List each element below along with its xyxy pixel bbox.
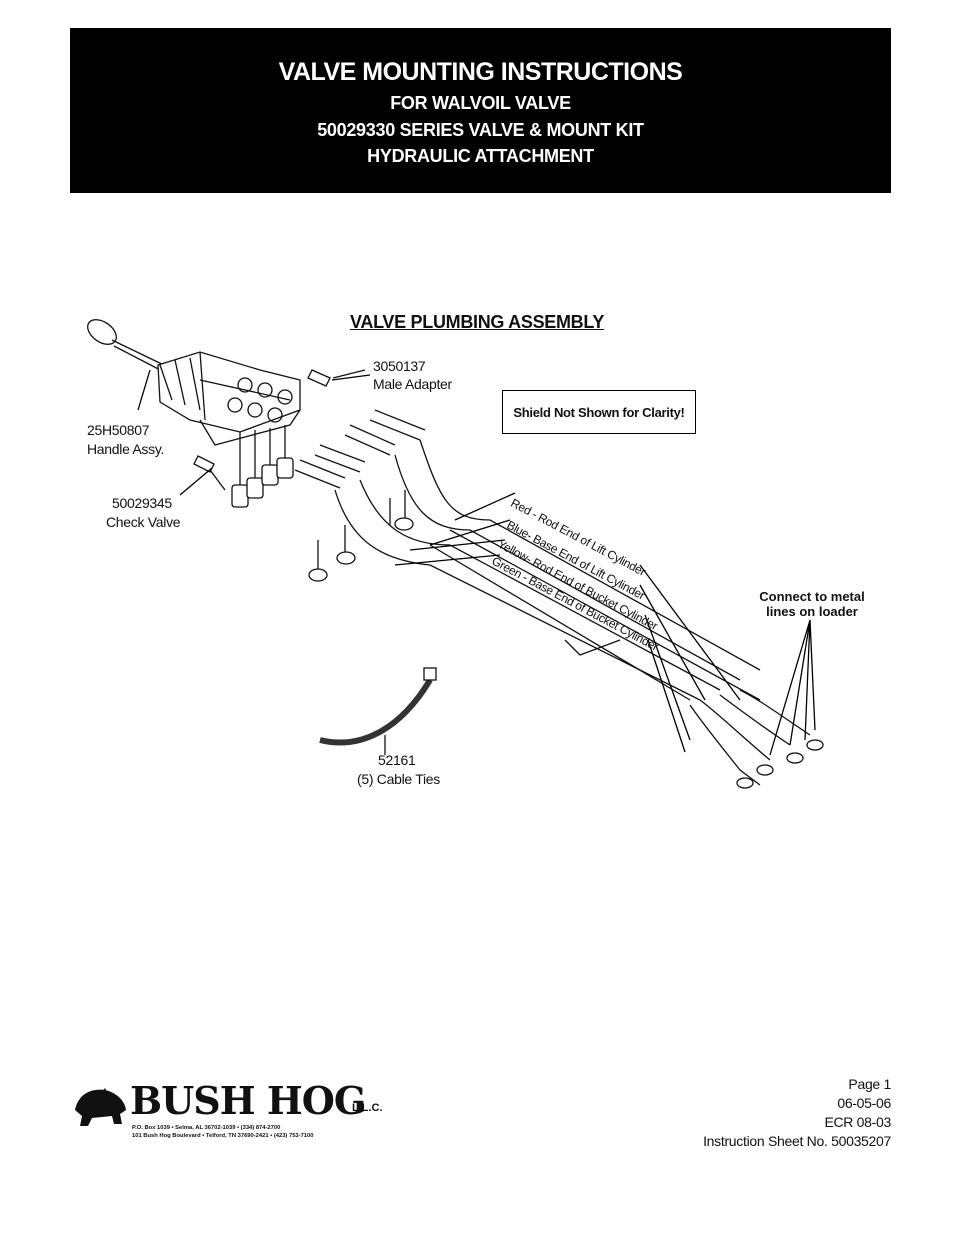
hog-logo-icon [75, 1088, 126, 1126]
male-adapter-label: Male Adapter [373, 376, 452, 392]
connect-note-line2: lines on loader [766, 604, 858, 619]
document-info: Page 1 06-05-06 ECR 08-03 Instruction Sh… [703, 1075, 891, 1151]
company-suffix: L.L.C. [352, 1102, 383, 1114]
address-line2: 101 Bush Hog Boulevard • Telford, TN 376… [132, 1133, 314, 1139]
connect-note: Connect to metal lines on loader [752, 589, 872, 619]
document-date: 06-05-06 [837, 1095, 891, 1111]
shield-note: Shield Not Shown for Clarity! [502, 390, 696, 434]
subtitle-kit: 50029330 SERIES VALVE & MOUNT KIT [317, 120, 644, 140]
ecr-number: ECR 08-03 [824, 1114, 891, 1130]
address-line1: P.O. Box 1039 • Selma, AL 36702-1039 • (… [132, 1125, 281, 1131]
document-title: VALVE MOUNTING INSTRUCTIONS [278, 58, 683, 86]
page-number: Page 1 [848, 1076, 891, 1092]
check-valve-part-no: 50029345 [112, 495, 172, 511]
connect-note-line1: Connect to metal [759, 589, 865, 604]
subtitle-attachment: HYDRAULIC ATTACHMENT [367, 146, 594, 166]
bush-hog-logo: BUSH HOG L.L.C. P.O. Box 1039 • Selma, A… [70, 1078, 400, 1148]
diagram-title: VALVE PLUMBING ASSEMBLY [350, 312, 605, 332]
cable-ties-part-no: 52161 [378, 752, 416, 768]
handle-label: Handle Assy. [87, 441, 165, 457]
subtitle-valve: FOR WALVOIL VALVE [390, 93, 571, 113]
company-name: BUSH HOG [130, 1078, 366, 1123]
handle-part-no: 25H50807 [87, 422, 150, 438]
male-adapter-part-no: 3050137 [373, 358, 426, 374]
title-banner: VALVE MOUNTING INSTRUCTIONS FOR WALVOIL … [70, 28, 891, 193]
check-valve-label: Check Valve [106, 514, 181, 530]
instruction-sheet-number: Instruction Sheet No. 50035207 [703, 1133, 891, 1149]
cable-ties-label: (5) Cable Ties [357, 771, 440, 787]
